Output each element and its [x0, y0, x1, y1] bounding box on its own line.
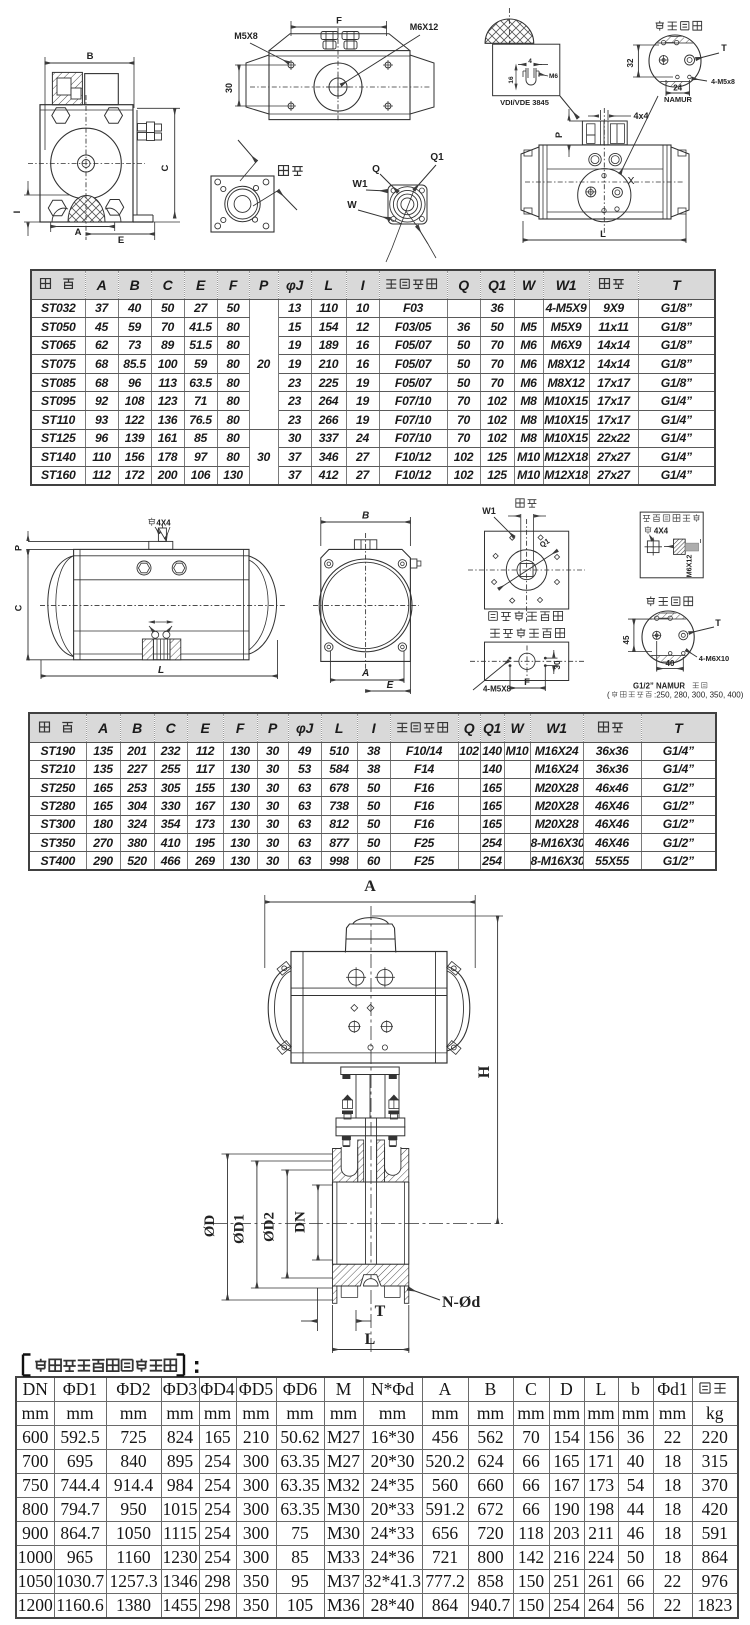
- svg-text:Q1: Q1: [430, 152, 444, 163]
- svg-text:M6: M6: [549, 73, 558, 80]
- svg-text:T: T: [375, 1303, 386, 1320]
- svg-text:A: A: [361, 668, 369, 679]
- svg-text:(: (: [607, 691, 610, 700]
- svg-text:E: E: [118, 235, 124, 246]
- svg-text:4: 4: [528, 58, 532, 65]
- svg-text:W1: W1: [482, 506, 496, 516]
- svg-text:16: 16: [508, 76, 515, 84]
- svg-text:4X4: 4X4: [654, 527, 669, 536]
- svg-text:T: T: [715, 618, 721, 628]
- svg-text:E: E: [387, 680, 394, 691]
- svg-text:P: P: [554, 132, 564, 138]
- svg-text::250, 280, 300, 350, 400): :250, 280, 300, 350, 400): [654, 691, 744, 700]
- svg-text:W: W: [347, 200, 357, 211]
- svg-text:M6X12: M6X12: [685, 555, 694, 578]
- svg-text:C: C: [160, 164, 171, 171]
- svg-text:4-M5X8: 4-M5X8: [483, 685, 512, 694]
- svg-text:M5X8: M5X8: [234, 31, 258, 41]
- svg-text:L: L: [600, 229, 606, 240]
- svg-text:ØD: ØD: [202, 1215, 218, 1238]
- svg-text:M6X12: M6X12: [410, 22, 439, 32]
- svg-text:32: 32: [626, 58, 635, 67]
- svg-text:P: P: [14, 545, 24, 551]
- svg-text:F: F: [336, 16, 342, 27]
- svg-text:T: T: [721, 43, 727, 53]
- svg-text:L: L: [158, 665, 164, 676]
- svg-text:L: L: [365, 1331, 376, 1348]
- svg-text:ØD1: ØD1: [231, 1214, 247, 1244]
- svg-text:4x4: 4x4: [633, 111, 648, 121]
- svg-text:40: 40: [666, 659, 675, 668]
- svg-text:NAMUR: NAMUR: [664, 95, 692, 104]
- svg-text:ØD2: ØD2: [262, 1212, 278, 1242]
- svg-text:C: C: [14, 604, 24, 611]
- svg-text:H: H: [476, 1065, 493, 1078]
- svg-text:24: 24: [673, 84, 682, 93]
- svg-text:Q: Q: [372, 164, 380, 175]
- svg-text:A: A: [364, 878, 376, 895]
- svg-text:DN: DN: [293, 1211, 309, 1233]
- svg-text:B: B: [362, 511, 369, 522]
- svg-text:G1/2” NAMUR: G1/2” NAMUR: [633, 682, 685, 691]
- svg-text:30: 30: [224, 83, 234, 93]
- svg-text:30: 30: [553, 660, 562, 669]
- svg-text:N-Ød: N-Ød: [442, 1294, 480, 1311]
- svg-text:Q1: Q1: [538, 536, 551, 549]
- svg-text:4-M5x8: 4-M5x8: [711, 79, 735, 86]
- svg-text:4X4: 4X4: [156, 519, 171, 528]
- svg-text:VDI/VDE 3845: VDI/VDE 3845: [500, 98, 549, 107]
- svg-text:4-M6X10: 4-M6X10: [699, 654, 729, 663]
- svg-text:W1: W1: [353, 179, 368, 190]
- svg-text:X: X: [627, 175, 634, 187]
- svg-text:F: F: [524, 677, 530, 688]
- svg-text:B: B: [87, 51, 94, 62]
- svg-text:A: A: [75, 227, 82, 238]
- svg-text:45: 45: [622, 635, 631, 644]
- svg-text:I: I: [12, 211, 23, 214]
